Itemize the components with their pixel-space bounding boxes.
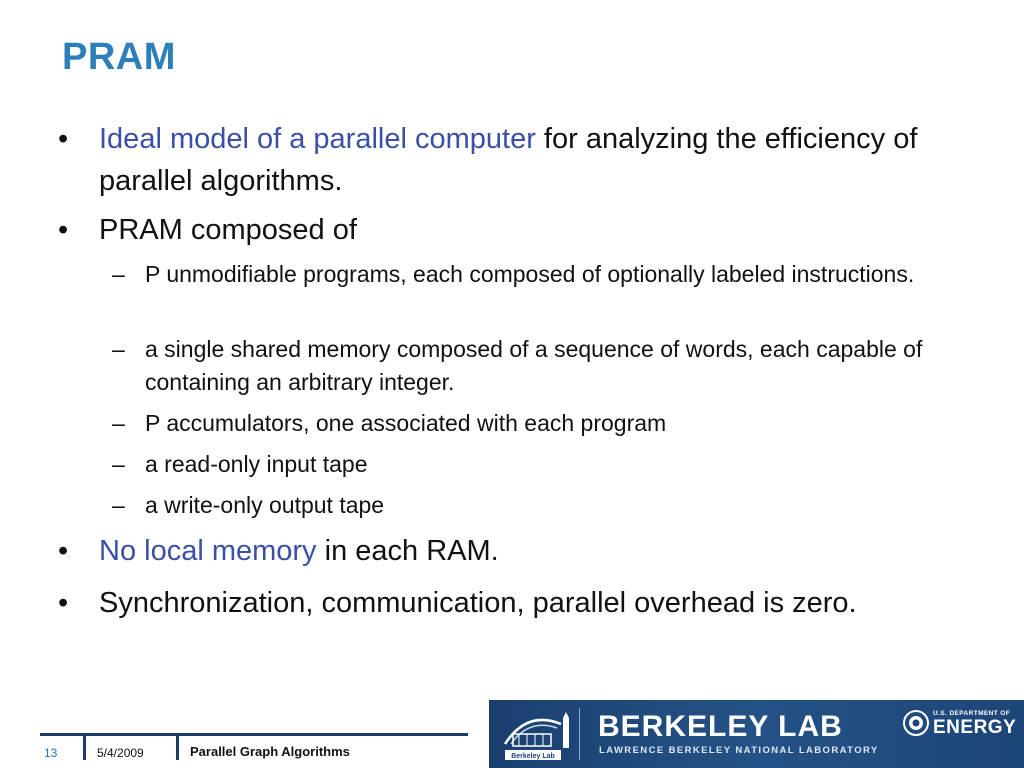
sub-bullet-item: – a write-only output tape xyxy=(112,489,952,522)
bullet-item: • PRAM composed of xyxy=(58,209,938,251)
sub-bullet-text: a single shared memory composed of a seq… xyxy=(145,336,923,395)
sub-bullet-item: – P unmodifiable programs, each composed… xyxy=(112,258,952,291)
bullet-marker: • xyxy=(58,587,69,619)
footer-rule xyxy=(40,733,468,736)
berkeley-lab-banner: Berkeley Lab BERKELEY LAB LAWRENCE BERKE… xyxy=(489,700,1024,768)
bullet-highlight: No local memory xyxy=(99,535,317,567)
footer-divider xyxy=(83,736,86,760)
bullet-text: PRAM composed of xyxy=(99,214,357,246)
sub-bullet-item: – a single shared memory composed of a s… xyxy=(112,333,952,399)
bullet-rest: in each RAM. xyxy=(316,535,499,567)
berkeley-lab-logo-icon: Berkeley Lab xyxy=(503,712,569,760)
lab-name: BERKELEY LAB xyxy=(598,710,843,743)
sub-bullet-text: P unmodifiable programs, each composed o… xyxy=(145,261,915,287)
doe-energy-text: ENERGY xyxy=(933,717,1017,738)
doe-seal-icon xyxy=(903,710,929,736)
slide-number: 13 xyxy=(44,746,58,760)
slide-title: PRAM xyxy=(62,36,176,78)
bullet-item: • No local memory in each RAM. xyxy=(58,530,938,572)
sub-bullet-text: a read-only input tape xyxy=(145,451,368,477)
sub-bullet-marker: – xyxy=(112,261,125,287)
doe-department-text: U.S. DEPARTMENT OF xyxy=(933,710,1011,717)
doe-logo: U.S. DEPARTMENT OF ENERGY xyxy=(903,708,1019,738)
bullet-text: Ideal model of a parallel computer for a… xyxy=(99,118,938,202)
sub-bullet-marker: – xyxy=(112,492,125,518)
sub-bullet-marker: – xyxy=(112,410,125,436)
bullet-marker: • xyxy=(58,535,69,567)
sub-bullet-marker: – xyxy=(112,336,125,362)
lab-subtitle: LAWRENCE BERKELEY NATIONAL LABORATORY xyxy=(599,745,879,756)
sub-bullet-item: – P accumulators, one associated with ea… xyxy=(112,407,952,440)
logo-text: Berkeley Lab xyxy=(511,753,555,760)
bullet-item: • Ideal model of a parallel computer for… xyxy=(58,118,938,202)
bullet-rest: for analyzing the efficiency of parallel… xyxy=(99,123,918,197)
footer-title: Parallel Graph Algorithms xyxy=(190,744,350,759)
footer-divider xyxy=(176,736,179,760)
sub-bullet-item: – a read-only input tape xyxy=(112,448,952,481)
bullet-item: • Synchronization, communication, parall… xyxy=(58,582,938,624)
slide-date: 5/4/2009 xyxy=(97,746,144,760)
bullet-marker: • xyxy=(58,214,69,246)
sub-bullet-marker: – xyxy=(112,451,125,477)
sub-bullet-text: a write-only output tape xyxy=(145,492,385,518)
banner-separator xyxy=(579,708,580,760)
sub-bullet-text: P accumulators, one associated with each… xyxy=(145,410,667,436)
bullet-marker: • xyxy=(58,123,69,155)
bullet-text: Synchronization, communication, parallel… xyxy=(99,587,857,619)
bullet-text: No local memory in each RAM. xyxy=(99,530,938,572)
bullet-highlight: Ideal model of a parallel computer xyxy=(99,123,536,155)
